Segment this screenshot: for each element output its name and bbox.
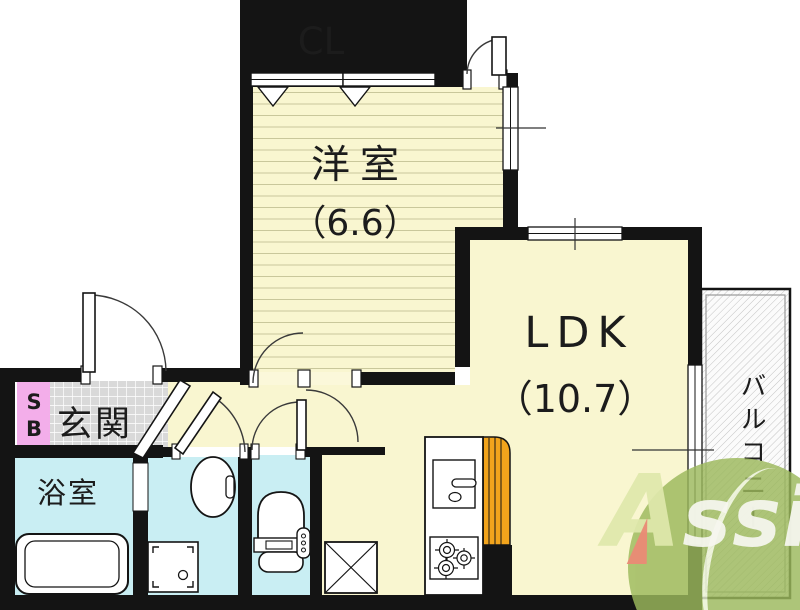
sink-drain <box>448 491 462 503</box>
ldk-door-arc <box>305 389 359 443</box>
washing-machine-pan <box>147 541 199 593</box>
washbasin <box>190 456 236 518</box>
bathtub <box>15 533 129 595</box>
stove-burners <box>434 539 475 579</box>
western-room-label: 洋室 <box>310 143 409 188</box>
washroom-door-arc <box>214 397 246 453</box>
bathroom-label: 浴室 <box>37 476 100 510</box>
entrance-step <box>131 378 192 460</box>
western-room-size: （6.6） <box>290 203 420 244</box>
shoe-box-label: S B <box>19 389 49 443</box>
closet-label: CL <box>297 20 345 63</box>
entry-door-leaf <box>82 292 96 373</box>
toilet-door-arc <box>251 401 301 451</box>
faucet <box>451 478 477 488</box>
toilet-door-leaf <box>296 399 307 451</box>
western-room-floor <box>250 85 505 372</box>
refrigerator-space <box>324 541 378 594</box>
logo-letter-a: A <box>604 453 683 570</box>
door-leaves <box>82 36 507 460</box>
entry-door-arc <box>89 294 167 372</box>
ldk-floor <box>322 240 688 595</box>
logo-text: Assist <box>604 462 800 569</box>
top-door-leaf <box>491 36 507 76</box>
washroom-door-leaf <box>173 390 223 456</box>
kitchen-counter-edge <box>482 436 511 546</box>
ldk-size: （10.7） <box>494 377 656 421</box>
closet-doors <box>250 72 436 108</box>
ldk-label: LDK <box>524 308 634 358</box>
shoe-box-letter-b: B <box>25 417 42 441</box>
kitchen <box>424 436 511 596</box>
toilet <box>253 491 311 573</box>
shoe-box-letter-s: S <box>26 390 42 414</box>
shoe-box <box>17 382 50 448</box>
door-arcs <box>89 38 500 453</box>
entrance-label: 玄関 <box>57 405 134 445</box>
western-door-arc <box>252 332 304 384</box>
logo-rest: ssist <box>682 471 800 566</box>
